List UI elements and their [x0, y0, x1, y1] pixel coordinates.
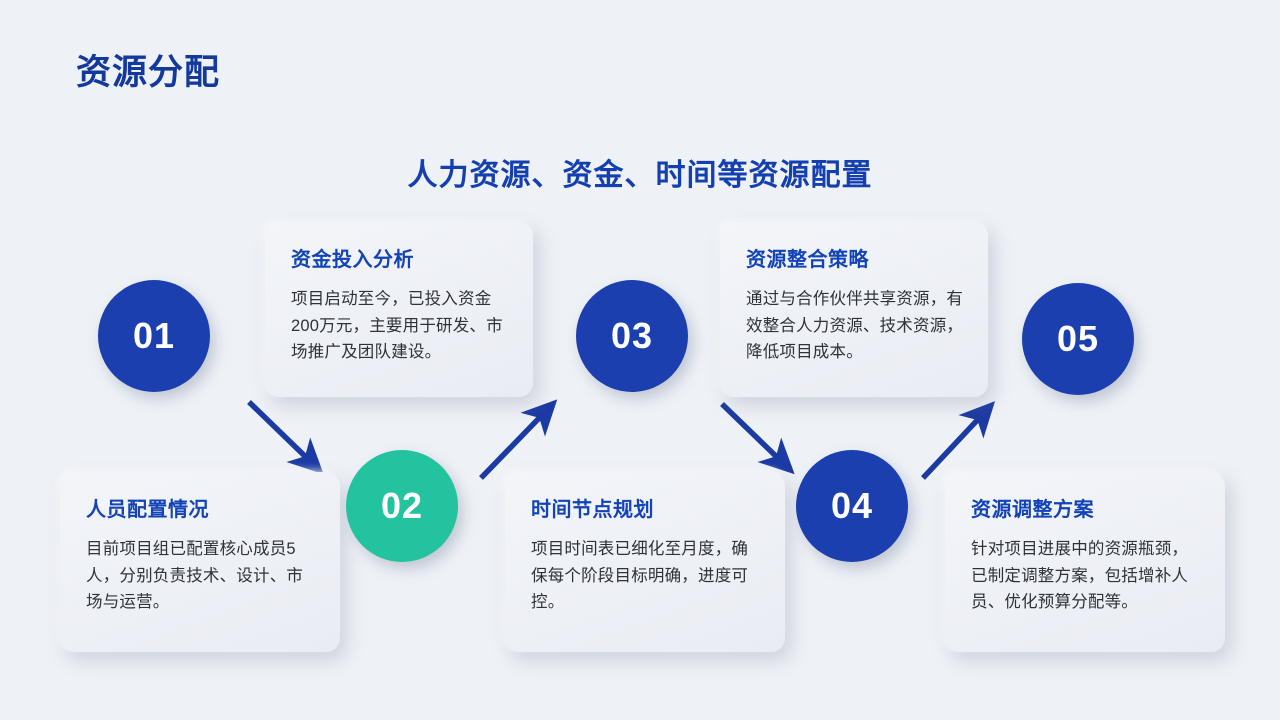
card-title-adjustment: 资源调整方案 [971, 499, 1094, 521]
step-circle-05[interactable]: 05 [1022, 283, 1134, 395]
card-body-funding: 项目启动至今，已投入资金200万元，主要用于研发、市场推广及团队建设。 [291, 290, 503, 362]
page-title: 资源分配 [76, 53, 221, 92]
arrow-03-to-04 [720, 402, 795, 475]
arrow-01-to-02 [247, 400, 324, 475]
step-circle-02[interactable]: 02 [346, 450, 458, 562]
card-body-adjustment: 针对项目进展中的资源瓶颈，已制定调整方案，包括增补人员、优化预算分配等。 [971, 540, 1189, 612]
card-adjustment[interactable]: 资源调整方案 针对项目进展中的资源瓶颈，已制定调整方案，包括增补人员、优化预算分… [945, 472, 1225, 652]
slide-subtitle: 人力资源、资金、时间等资源配置 [407, 159, 873, 192]
step-circle-01[interactable]: 01 [98, 280, 210, 392]
step-circle-04[interactable]: 04 [796, 450, 908, 562]
card-body-staffing: 目前项目组已配置核心成员5人，分别负责技术、设计、市场与运营。 [86, 540, 304, 612]
card-body-integration: 通过与合作伙伴共享资源，有效整合人力资源、技术资源，降低项目成本。 [746, 290, 964, 362]
card-integration[interactable]: 资源整合策略 通过与合作伙伴共享资源，有效整合人力资源、技术资源，降低项目成本。 [720, 222, 988, 397]
card-title-staffing: 人员配置情况 [86, 499, 209, 521]
card-title-timeline: 时间节点规划 [531, 499, 654, 521]
arrow-04-to-05 [920, 401, 996, 480]
card-title-funding: 资金投入分析 [291, 249, 414, 271]
card-funding[interactable]: 资金投入分析 项目启动至今，已投入资金200万元，主要用于研发、市场推广及团队建… [265, 222, 533, 397]
arrow-02-to-03 [479, 399, 558, 480]
step-circle-03[interactable]: 03 [576, 280, 688, 392]
card-timeline[interactable]: 时间节点规划 项目时间表已细化至月度，确保每个阶段目标明确，进度可控。 [505, 472, 785, 652]
card-title-integration: 资源整合策略 [746, 249, 869, 271]
card-staffing[interactable]: 人员配置情况 目前项目组已配置核心成员5人，分别负责技术、设计、市场与运营。 [60, 472, 340, 652]
card-body-timeline: 项目时间表已细化至月度，确保每个阶段目标明确，进度可控。 [531, 540, 749, 612]
